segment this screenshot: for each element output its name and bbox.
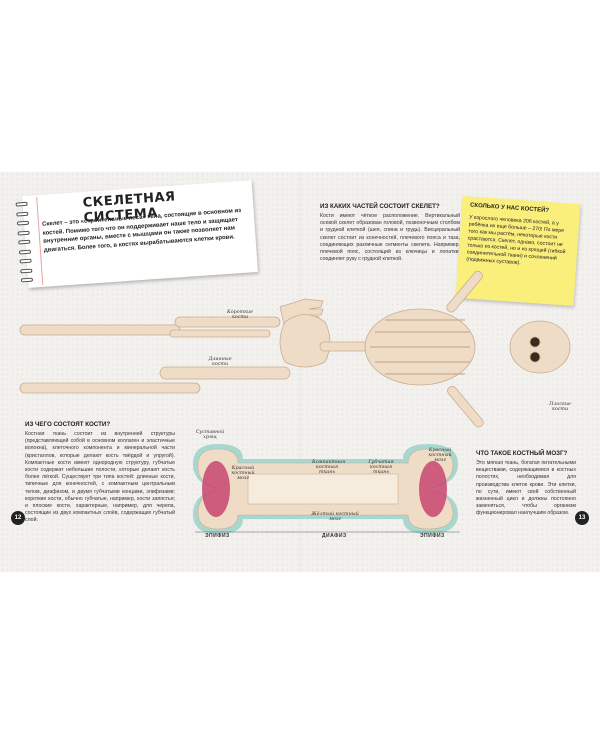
skeleton-illustration — [19, 270, 571, 428]
label-red-marrow: Красный костный мозг — [231, 466, 255, 481]
page-number-right: 13 — [575, 511, 589, 525]
page-gutter — [299, 172, 301, 572]
label-epiphysis-right: ЭПИФИЗ — [420, 533, 445, 539]
label-cartilage: Суставной хрящ — [195, 430, 225, 440]
label-epiphysis-left: ЭПИФИЗ — [205, 533, 230, 539]
consist-heading: ИЗ ЧЕГО СОСТОЯТ КОСТИ? — [25, 421, 111, 428]
book-spread: СКЕЛЕТНАЯ СИСТЕМА Скелет – это «строител… — [0, 172, 600, 572]
label-long-bones: Длинные кости — [208, 357, 232, 367]
label-red-marrow-right: Красный костный мозг — [428, 448, 452, 463]
parts-text: Кости имеют чёткое расположение. Вертика… — [320, 213, 460, 263]
count-heading: СКОЛЬКО У НАС КОСТЕЙ? — [469, 202, 550, 215]
marrow-text: Это мягкая ткань, богатая питательными в… — [476, 460, 576, 517]
intro-text: Скелет – это «строительные леса» тела, с… — [41, 207, 242, 254]
page-number-left: 12 — [11, 511, 25, 525]
consist-text: Костная ткань состоит из внутренней стру… — [25, 431, 175, 524]
label-spongy: Губчатая костная ткань — [368, 460, 394, 475]
label-diaphysis: ДИАФИЗ — [322, 533, 347, 539]
label-flat-bones: Плоские кости — [549, 402, 571, 412]
label-short-bones: Короткие кости — [227, 310, 253, 320]
parts-heading: ИЗ КАКИХ ЧАСТЕЙ СОСТОИТ СКЕЛЕТ? — [320, 203, 440, 210]
label-yellow-marrow: Жёлтый костный мозг — [311, 512, 359, 522]
label-compact: Компактная костная ткань — [312, 460, 346, 475]
marrow-heading: ЧТО ТАКОЕ КОСТНЫЙ МОЗГ? — [476, 450, 568, 457]
long-bone-diagram — [193, 444, 458, 534]
bone-axis — [195, 531, 460, 533]
